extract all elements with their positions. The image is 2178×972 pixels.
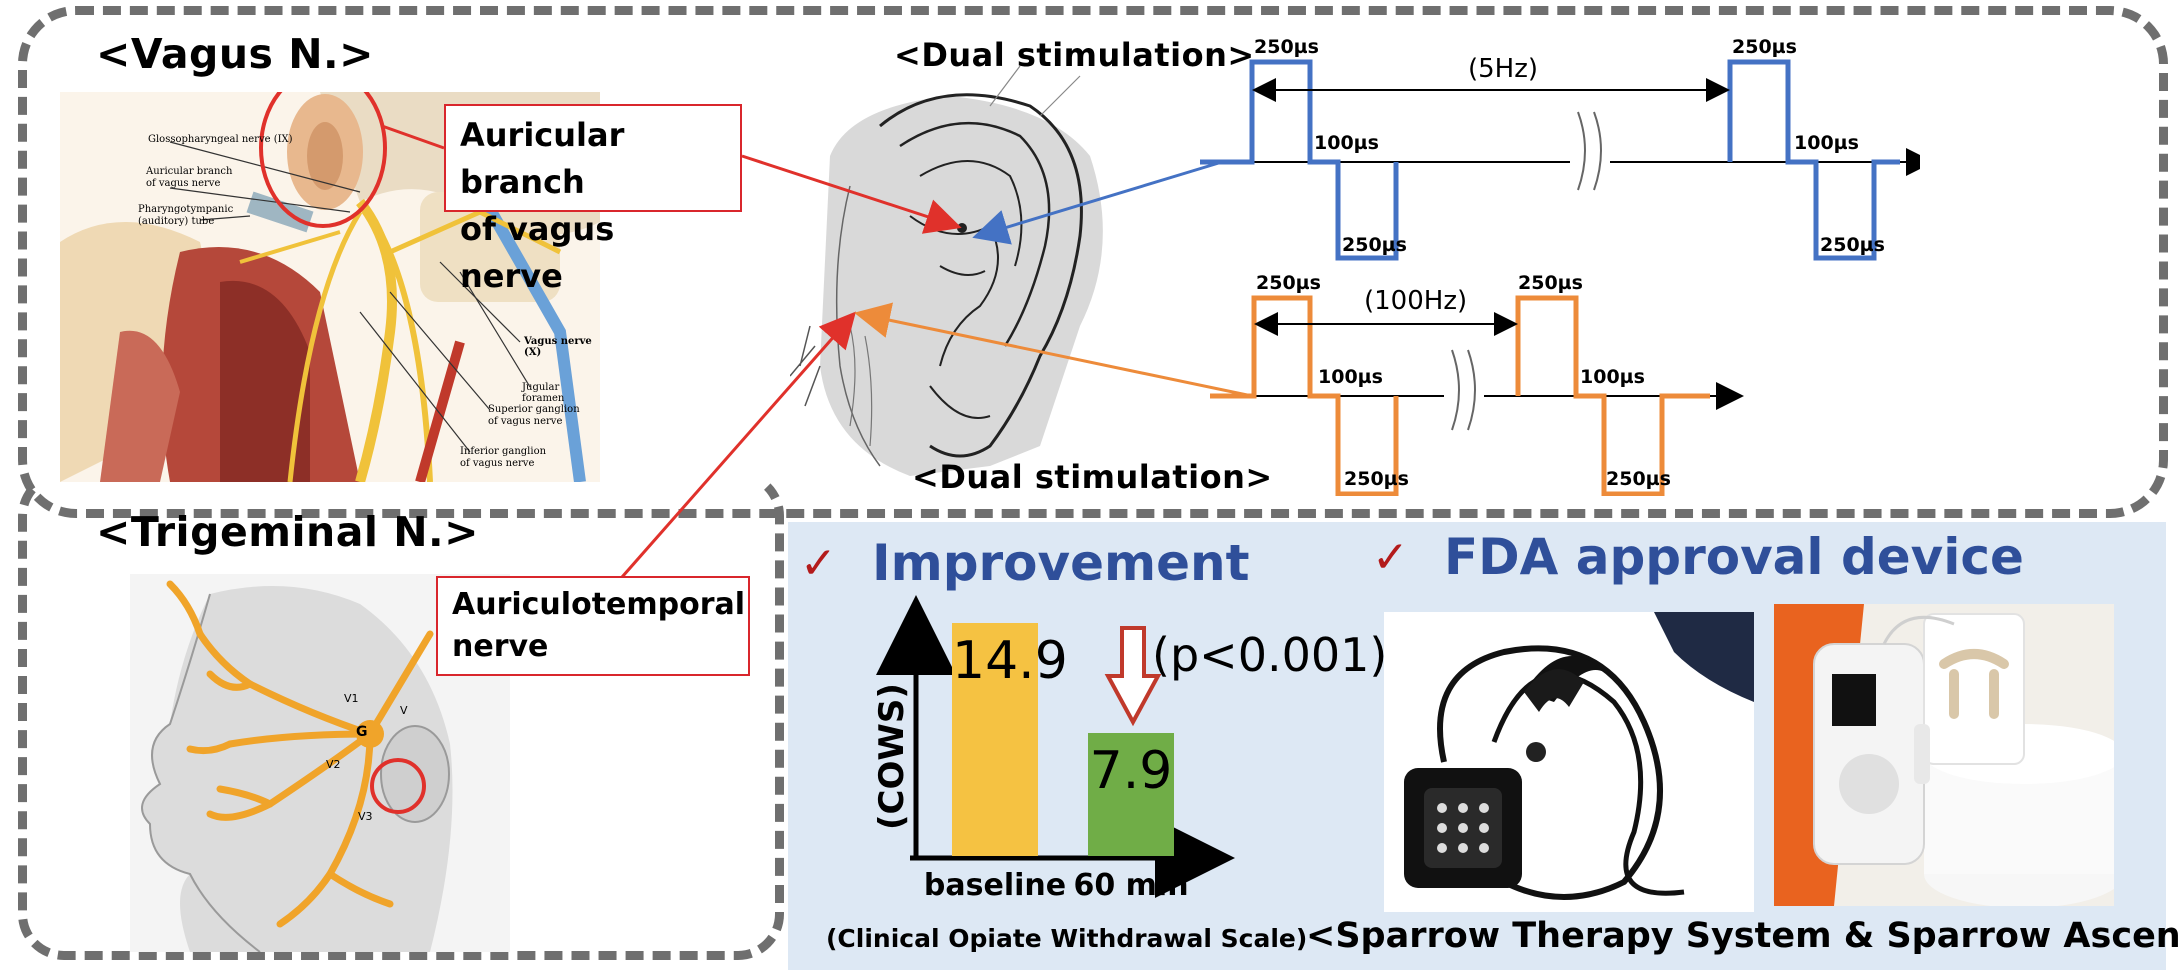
label-g: G [356,724,368,740]
cows-chart-svg [876,595,1235,898]
sparrow-ascent-photo [1774,604,2114,906]
orange-pulse1-gap: 100µs [1318,366,1383,388]
orange-pulse2-pos-width: 250µs [1518,272,1583,294]
improvement-check-icon: ✓ [800,538,837,589]
label-v2: V2 [326,758,341,771]
category-label: 60 min [1073,868,1189,903]
dual-stimulation-title-top: <Dual stimulation> [894,36,1255,74]
label-auricular-branch-2: of vagus nerve [146,178,221,189]
device-caption: <Sparrow Therapy System & Sparrow Ascent… [1306,916,2178,956]
category-label: baseline [923,868,1067,903]
improvement-heading: Improvement [872,534,1250,592]
label-jugular-foramen: Jugular foramen [522,382,565,404]
orange-freq-label: (100Hz) [1364,286,1468,316]
orange-pulse2-neg-width: 250µs [1606,468,1671,490]
label-vagus-nerve-x: Vagus nerve (X) [524,336,592,358]
auricular-branch-callout: Auricular branch of vagus nerve [444,104,742,295]
orange-pulse1-pos-width: 250µs [1256,272,1321,294]
cows-ylabel: (COWS) [872,683,912,830]
blue-pulse2-neg-width: 250µs [1820,234,1885,256]
ear-illustration [790,66,1170,486]
blue-pulse2-gap: 100µs [1794,132,1859,154]
trigeminal-section-frame [18,470,784,960]
auriculotemporal-callout-line1: Auriculotemporal [452,587,746,622]
bar-baseline: 14.9 [952,623,1068,856]
label-v1: V1 [344,692,359,705]
blue-pulse1-neg-width: 250µs [1342,234,1407,256]
label-pharyngotympanic-2: (auditory) tube [138,216,215,227]
auriculotemporal-callout: Auriculotemporal nerve [436,576,750,676]
auricular-callout-line2: of vagus nerve [460,210,615,295]
trigeminal-heading: <Trigeminal N.> [96,508,479,556]
p-value-annotation: (p<0.001) [1152,628,1388,682]
auriculotemporal-callout-line2: nerve [452,629,549,664]
auricular-callout-line1: Auricular branch [460,116,625,201]
bar-60-min: 7.9 [1088,732,1174,856]
label-superior-ganglion-1: Superior ganglion [488,404,580,415]
fda-heading: FDA approval device [1444,528,2024,586]
label-v3: V3 [358,810,373,823]
sparrow-therapy-photo [1384,612,1754,912]
label-pharyngotympanic-1: Pharyngotympanic [138,204,234,215]
decrease-arrow-icon [1104,626,1162,727]
bar-value-label: 14.9 [952,631,1068,692]
blue-freq-label: (5Hz) [1468,54,1539,84]
blue-pulse1-gap: 100µs [1314,132,1379,154]
blue-waveform [1200,59,1920,261]
dual-stimulation-title-bottom: <Dual stimulation> [912,458,1273,496]
fda-check-icon: ✓ [1372,532,1409,583]
scale-label: (Clinical Opiate Withdrawal Scale) [826,924,1308,953]
orange-pulse1-neg-width: 250µs [1344,468,1409,490]
label-v: V [400,704,408,717]
orange-waveform [1210,295,1744,496]
orange-pulse2-gap: 100µs [1580,366,1645,388]
label-inferior-ganglion-1: Inferior ganglion [460,446,547,457]
label-superior-ganglion-2: of vagus nerve [488,416,563,427]
label-auricular-branch-1: Auricular branch [146,166,233,177]
blue-pulse2-pos-width: 250µs [1732,36,1797,58]
bar-value-label: 7.9 [1089,740,1173,801]
label-inferior-ganglion-2: of vagus nerve [460,458,535,469]
label-glossopharyngeal: Glossopharyngeal nerve (IX) [148,134,293,145]
vagus-heading: <Vagus N.> [96,30,374,78]
cows-chart: (COWS) (p<0.001) 14.9 baseline 7.9 60 min [840,595,1387,903]
top-section-frame [18,6,2168,518]
blue-pulse1-pos-width: 250µs [1254,36,1319,58]
